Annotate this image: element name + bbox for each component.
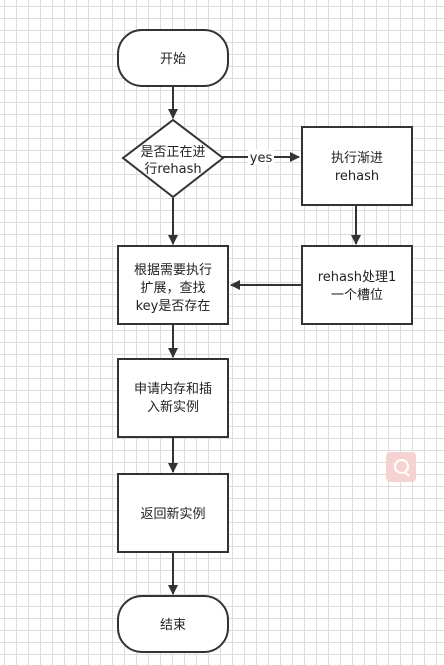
search-icon[interactable]	[386, 452, 416, 482]
lookup-node: 根据需要执行 扩展，查找 key是否存在	[117, 245, 229, 325]
lookup-label-line2: 扩展，查找	[140, 281, 205, 296]
progressive-label-line1: 执行渐进	[331, 151, 383, 166]
end-label: 结束	[160, 618, 186, 633]
alloc-node: 申请内存和插 入新实例	[117, 358, 229, 438]
return-node: 返回新实例	[117, 473, 229, 553]
search-icon-lens	[394, 459, 409, 474]
lookup-label-line1: 根据需要执行	[134, 263, 212, 278]
rehash-slot-node: rehash处理1 一个槽位	[301, 245, 413, 325]
decision-node: 是否正在进 行rehash	[121, 118, 225, 199]
progressive-label-line2: rehash	[335, 169, 379, 184]
slot-label-line2: 一个槽位	[331, 288, 383, 303]
decision-label-line2: 行rehash	[144, 162, 201, 177]
decision-label-line1: 是否正在进	[140, 145, 205, 160]
progressive-rehash-node: 执行渐进 rehash	[301, 126, 413, 206]
return-label: 返回新实例	[140, 506, 205, 522]
alloc-label-line2: 入新实例	[147, 399, 199, 415]
search-icon-handle	[404, 471, 410, 477]
alloc-label-line1: 申请内存和插	[134, 381, 212, 397]
edge-label-yes: yes	[250, 151, 273, 166]
yes-label-bg	[248, 149, 274, 165]
start-label: 开始	[160, 52, 186, 67]
end-node: 结束	[117, 595, 229, 653]
slot-label-line1: rehash处理1	[318, 270, 397, 285]
start-node: 开始	[117, 29, 229, 87]
lookup-label-line3: key是否存在	[136, 299, 211, 314]
